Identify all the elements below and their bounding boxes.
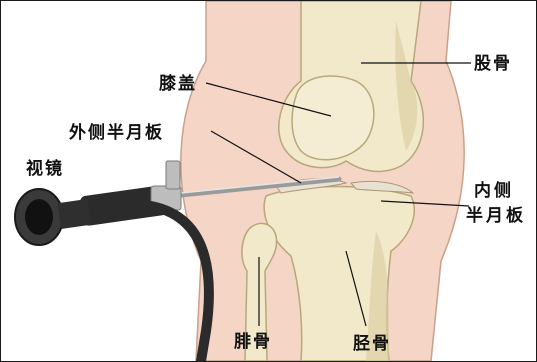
label-lateral-meniscus: 外侧半月板 xyxy=(69,125,164,142)
label-endoscope: 视镜 xyxy=(26,161,64,178)
label-tibia: 胫骨 xyxy=(353,336,391,353)
label-patella: 膝盖 xyxy=(159,76,197,93)
label-femur: 股骨 xyxy=(474,56,512,73)
label-medial-meniscus-line2: 半月板 xyxy=(466,208,526,225)
label-fibula: 腓骨 xyxy=(234,334,272,351)
label-medial-meniscus-line1: 内侧 xyxy=(474,183,514,200)
